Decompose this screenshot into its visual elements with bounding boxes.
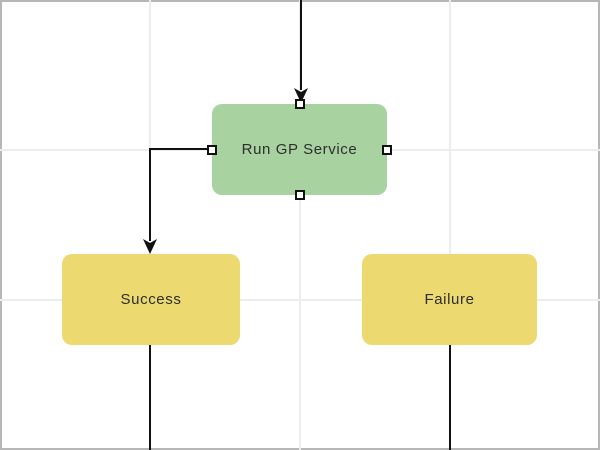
connector-gp-to-success[interactable] <box>149 148 210 241</box>
node-run-gp-service[interactable]: Run GP Service <box>207 99 392 200</box>
node-success-label: Success <box>120 291 182 308</box>
node-success[interactable]: Success <box>62 254 240 345</box>
gridline-vertical <box>449 0 451 450</box>
connection-handle-right-icon[interactable] <box>382 144 392 155</box>
node-failure-label: Failure <box>424 291 475 308</box>
connection-handle-left-icon[interactable] <box>207 144 217 155</box>
node-run-gp-service-label: Run GP Service <box>241 141 358 158</box>
arrowhead-icon <box>143 239 157 254</box>
gridline-vertical <box>299 0 301 450</box>
gridline-horizontal <box>0 299 600 301</box>
connection-handle-top-icon[interactable] <box>294 99 305 109</box>
connection-handle-bottom-icon[interactable] <box>294 190 305 200</box>
node-failure[interactable]: Failure <box>362 254 537 345</box>
arrowhead-icon <box>294 88 308 103</box>
